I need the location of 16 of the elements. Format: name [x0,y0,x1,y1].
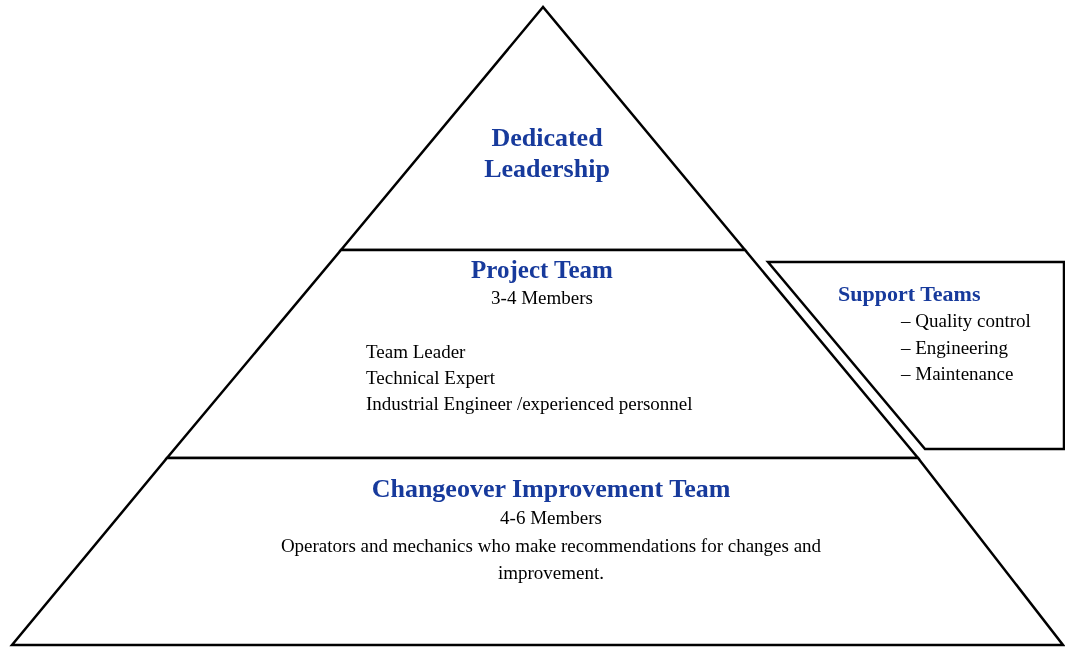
pyramid-tier [12,458,1063,645]
member-count: 3-4 Members [490,287,594,310]
support-item: – Maintenance [901,363,1015,386]
panel-title: Support Teams [838,281,982,308]
support-item: – Engineering [901,337,1010,360]
role-item: Industrial Engineer /experienced personnel [366,393,694,416]
tier-title: Dedicated Leadership [483,122,611,185]
tier-title: Project Team [470,255,614,285]
role-item: Team Leader [366,341,467,364]
description-text: Operators and mechanics who make recommendations for changes and improvement. [279,534,823,585]
support-item: – Quality control [901,310,1032,333]
role-item: Technical Expert [366,367,496,390]
tier-title: Changeover Improvement Team [370,473,732,505]
pyramid-tier [341,7,745,250]
support-panel [768,262,1064,449]
member-count: 4-6 Members [499,507,603,530]
